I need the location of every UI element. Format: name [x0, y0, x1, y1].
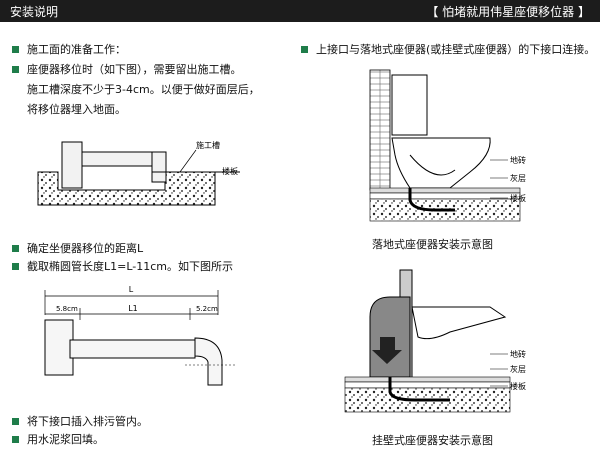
prep-line-3: 将移位器埋入地面。 [27, 103, 126, 116]
groove-diagram: 施工槽 楼板 [37, 140, 240, 206]
floor-label-mortar: 灰层 [510, 173, 526, 183]
prep-line-2: 施工槽深度不少于3-4cm。以便于做好面层后， [27, 83, 260, 96]
groove-label: 施工槽 [196, 140, 220, 150]
dim-right-label: 5.2cm [196, 305, 218, 313]
distance-title: 确定坐便器移位的距离L [11, 242, 144, 255]
floor-toilet-diagram: 地砖 灰层 楼板 [369, 69, 526, 222]
cut-title: 截取椭圆管长度L1=L-11cm。如下图所示 [11, 260, 234, 273]
wall-toilet-diagram: 地砖 灰层 楼板 [344, 269, 526, 413]
floor-toilet-caption: 落地式座便器安装示意图 [372, 238, 493, 251]
breadcrumb: 【 怕堵就用伟星座便移位器 】 [426, 5, 590, 19]
dim-L1-label: L1 [128, 304, 138, 313]
page-title: 安装说明 [10, 5, 59, 19]
header-bar: 安装说明 【 怕堵就用伟星座便移位器 】 [0, 0, 600, 22]
floor-label-slab: 楼板 [510, 193, 526, 203]
wall-label-tile: 地砖 [510, 349, 526, 359]
prep-title: 施工面的准备工作： [12, 43, 126, 56]
dim-left-label: 5.8cm [56, 305, 78, 313]
dimension-diagram: L 5.8cm L1 5.2cm [44, 285, 235, 386]
wall-label-mortar: 灰层 [510, 364, 526, 374]
floor-label-tile: 地砖 [510, 155, 526, 165]
connect-title: 上接口与落地式座便器(或挂壁式座便器）的下接口连接。 [300, 43, 596, 56]
wall-toilet-caption: 挂壁式座便器安装示意图 [372, 434, 493, 447]
dim-L-label: L [129, 285, 134, 294]
wall-label-slab: 楼板 [510, 381, 526, 391]
step-insert: 将下接口插入排污管内。 [12, 415, 148, 428]
prep-line-1: 座便器移位时（如下图），需要留出施工槽。 [12, 63, 242, 76]
floor-label: 楼板 [222, 166, 238, 176]
step-fill: 用水泥浆回填。 [12, 433, 104, 446]
